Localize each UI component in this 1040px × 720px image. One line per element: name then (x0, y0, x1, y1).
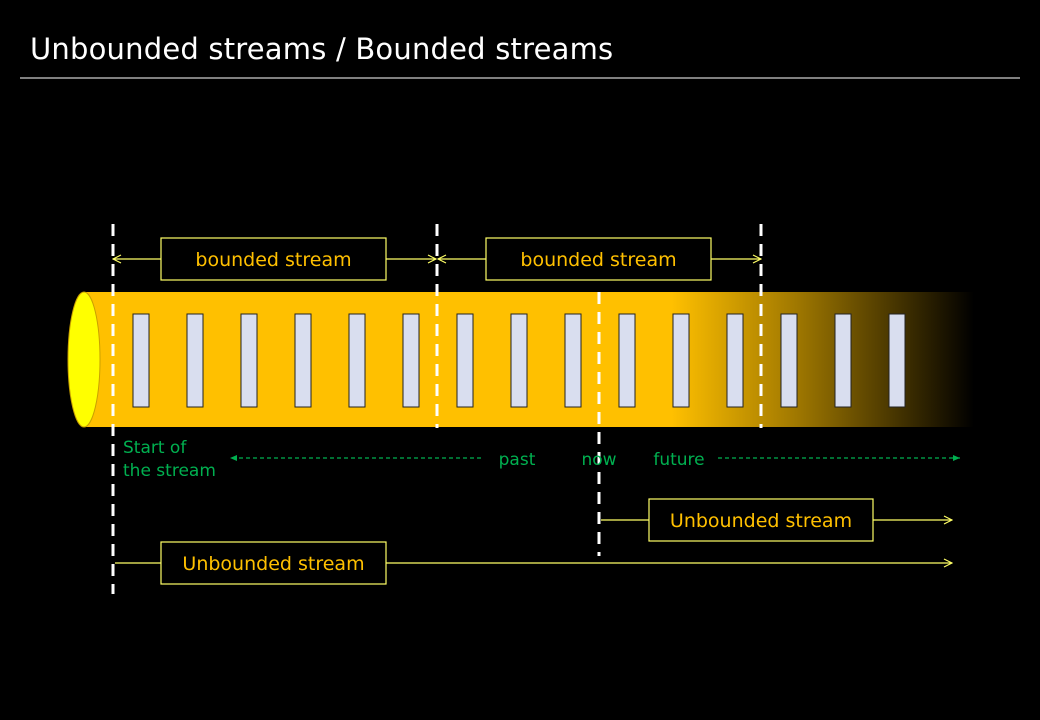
start-label-line1: Start of (123, 438, 187, 458)
event-box (402, 313, 420, 408)
now-label: now (581, 450, 616, 470)
start-label-line2: the stream (123, 461, 216, 481)
event-box (510, 313, 528, 408)
event-box (240, 313, 258, 408)
unbounded-now-label: Unbounded stream (670, 510, 852, 532)
event-box (348, 313, 366, 408)
event-box (618, 313, 636, 408)
stream-pipe (84, 292, 974, 427)
future-label: future (653, 450, 704, 470)
event-box (132, 313, 150, 408)
event-list (132, 313, 906, 408)
event-box (672, 313, 690, 408)
slide-title: Unbounded streams / Bounded streams (30, 32, 614, 66)
bounded-2-box (485, 237, 712, 281)
event-box (780, 313, 798, 408)
event-box (888, 313, 906, 408)
event-box (726, 313, 744, 408)
bounded-1-label: bounded stream (195, 249, 351, 271)
event-box (834, 313, 852, 408)
unbounded-start-label: Unbounded stream (182, 553, 364, 575)
stream-end-cap (67, 291, 101, 428)
event-box (186, 313, 204, 408)
bounded-1-box (160, 237, 387, 281)
event-box (456, 313, 474, 408)
event-box (294, 313, 312, 408)
bounded-2-label: bounded stream (520, 249, 676, 271)
past-label: past (499, 450, 536, 470)
unbounded-start-box (160, 541, 387, 585)
unbounded-now-box (648, 498, 874, 542)
event-box (564, 313, 582, 408)
